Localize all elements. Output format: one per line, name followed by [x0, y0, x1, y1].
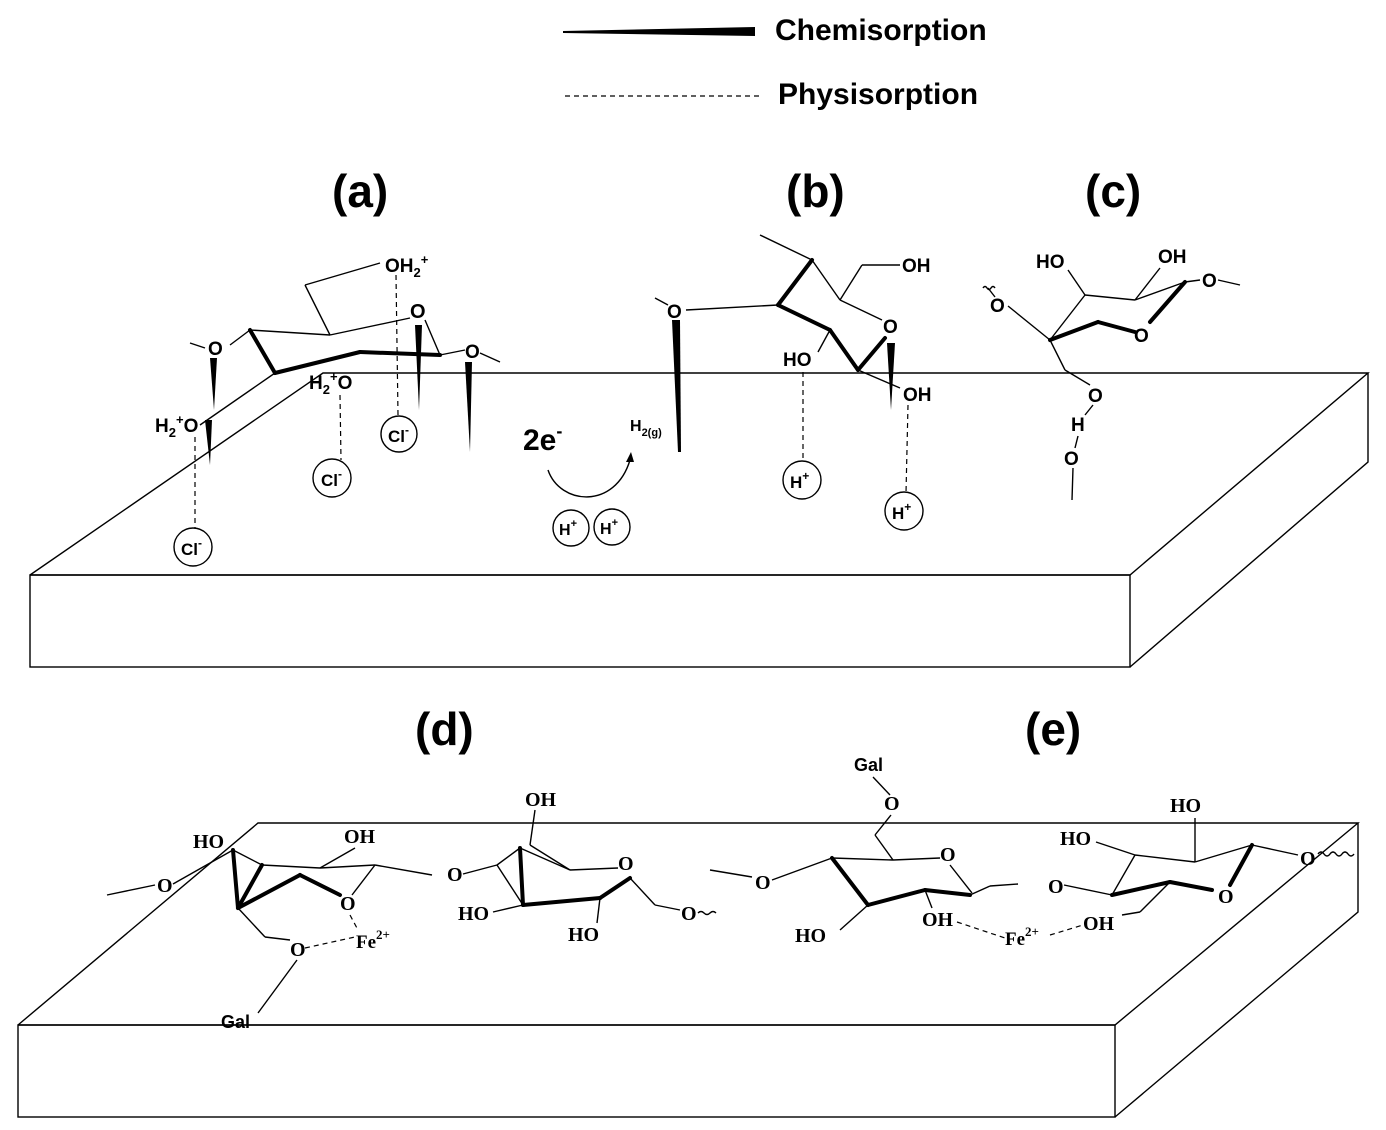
proton-2: H+: [593, 508, 631, 546]
oxygen-d1-ch2: O: [290, 939, 306, 961]
oxygen-c-right: O: [1202, 271, 1217, 292]
ho-d2-bottom: HO: [568, 924, 599, 946]
proton-4: H+: [884, 491, 924, 531]
ring-oxygen-e1: O: [940, 844, 956, 866]
wavy-bond-e: [1317, 851, 1355, 857]
panel-a-molecule: OH2+ O O O H2+O H2+O Cl- Cl- Cl-: [155, 252, 501, 567]
panel-label-d: (d): [415, 703, 474, 755]
svg-text:H+: H+: [559, 518, 577, 539]
electron-arrow: [547, 459, 631, 498]
panel-e-molecule-2: O HO HO O O OH: [1048, 795, 1355, 935]
chloride-ion-1: Cl-: [380, 415, 418, 453]
metal-surface-bottom-side: [1114, 823, 1359, 1118]
oxygen-d2-left: O: [447, 864, 463, 886]
oxygen-c-left: O: [990, 296, 1005, 317]
h2o-plus-label-mid: H2+O: [309, 369, 352, 397]
metal-surface-top-front: [29, 574, 1131, 668]
panel-d-molecule-2: O OH O HO HO O: [447, 789, 717, 946]
ho-c-left: HO: [1036, 252, 1065, 273]
ring-oxygen-c: O: [1134, 326, 1149, 347]
legend-physisorption-label: Physisorption: [778, 78, 978, 111]
gal-d: Gal: [221, 1012, 250, 1032]
oxygen-b-left: O: [667, 302, 682, 323]
ring-oxygen-d2: O: [618, 853, 634, 875]
oxygen-a-right: O: [465, 342, 480, 363]
oxygen-d1-left: O: [157, 875, 173, 897]
panel-label-c: (c): [1085, 165, 1141, 217]
electron-arrowhead: [626, 452, 634, 462]
oh-e1: OH: [922, 909, 954, 931]
chloride-ion-2: Cl-: [312, 458, 352, 498]
ho-e1: HO: [795, 925, 826, 947]
metal-surface-bottom-front: [17, 1024, 1116, 1118]
metal-surface-top: [29, 372, 1370, 668]
oh2-plus-label: OH2+: [385, 252, 429, 280]
oh-e2: OH: [1083, 913, 1115, 935]
oxygen-e1-top: O: [884, 793, 900, 815]
ho-d2-left: HO: [458, 903, 489, 925]
hydrogen-evolution: 2e- H2(g) H+ H+: [523, 418, 662, 547]
two-electron-label: 2e-: [523, 421, 562, 457]
panel-label-e: (e): [1025, 703, 1081, 755]
oh-b-right: OH: [903, 385, 932, 406]
ring-oxygen-e2: O: [1218, 886, 1234, 908]
ring-oxygen-a: O: [410, 301, 426, 323]
proton-3: H+: [782, 460, 822, 500]
ho-d1: HO: [193, 831, 224, 853]
oxygen-e1-left: O: [755, 872, 771, 894]
ho-b: HO: [783, 350, 812, 371]
panel-c-molecule: O HO OH O O O H O: [982, 247, 1241, 501]
legend-chemisorption-label: Chemisorption: [775, 14, 987, 47]
gal-e: Gal: [854, 755, 883, 775]
oxygen-e2-left: O: [1048, 876, 1064, 898]
metal-surface-top-side: [1129, 373, 1369, 668]
panel-e-molecule-1: Gal O O O HO OH Fe2+: [709, 755, 1084, 950]
oxygen-c-ch2: O: [1088, 386, 1103, 407]
oh-d1: OH: [344, 826, 376, 848]
ring-oxygen-d1: O: [340, 893, 356, 915]
svg-text:H+: H+: [600, 517, 618, 538]
h2o-plus-label-left: H2+O: [155, 412, 198, 440]
oxygen-e2-right: O: [1300, 848, 1316, 870]
panel-b-molecule: O OH O HO OH H+ H+: [654, 234, 932, 531]
oh-b-top: OH: [902, 256, 931, 277]
fe-ion-e: Fe2+: [1005, 924, 1039, 950]
oh-d2-top: OH: [525, 789, 557, 811]
wavy-bond-d: [697, 910, 717, 916]
svg-text:H+: H+: [790, 469, 809, 492]
ho-e2-top: HO: [1170, 795, 1201, 817]
legend-chemisorption-wedge: [563, 27, 755, 36]
oxygen-c-bottom: O: [1064, 449, 1079, 470]
ho-e2-left: HO: [1060, 828, 1091, 850]
svg-text:Cl-: Cl-: [181, 536, 202, 559]
ring-oxygen-b: O: [883, 317, 898, 338]
h2-gas-label: H2(g): [630, 418, 662, 439]
legend: Chemisorption Physisorption: [563, 14, 987, 111]
panel-label-b: (b): [786, 165, 845, 217]
svg-text:Cl-: Cl-: [321, 467, 342, 490]
oxygen-a-left: O: [208, 339, 223, 360]
proton-1: H+: [552, 509, 590, 547]
hydrogen-bond-h: H: [1071, 415, 1085, 436]
oh-c-right: OH: [1158, 247, 1187, 268]
chloride-ion-3: Cl-: [173, 527, 213, 567]
oxygen-d2-right: O: [681, 903, 697, 925]
fe-ion-d: Fe2+: [356, 927, 390, 953]
metal-surface-bottom: [17, 822, 1360, 1118]
svg-text:H+: H+: [892, 500, 911, 523]
svg-text:Cl-: Cl-: [388, 423, 409, 446]
panel-label-a: (a): [332, 165, 388, 217]
panel-d-molecule-1: O HO OH O O Fe2+ Gal: [106, 826, 433, 1032]
